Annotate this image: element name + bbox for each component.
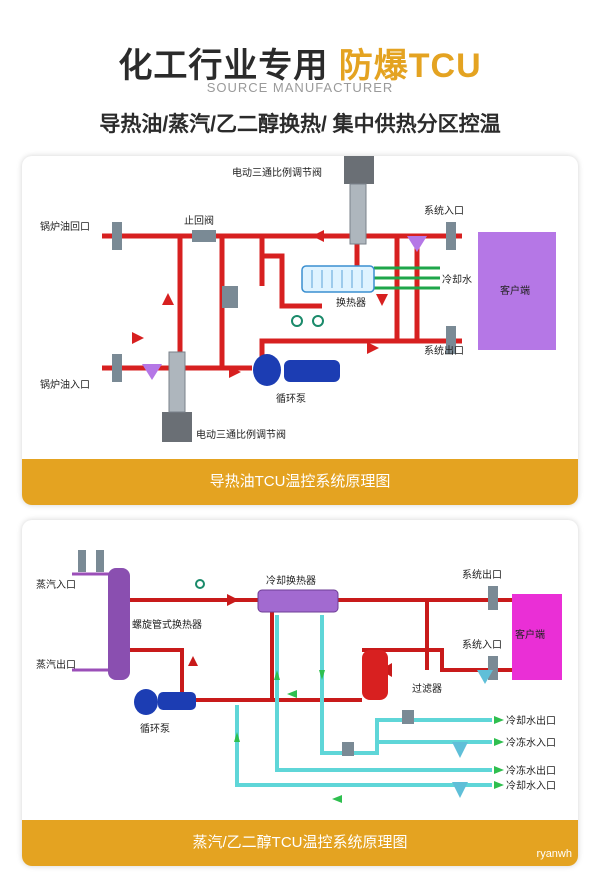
label-pump: 循环泵 — [140, 722, 170, 735]
valve-body-bottom — [168, 351, 186, 413]
label-cw-in: 冷却水入口 — [506, 779, 556, 792]
pump-motor — [284, 360, 340, 382]
small-valves — [112, 222, 456, 382]
green-arrows — [234, 670, 504, 803]
steam-glycol-diagram: 蒸汽入口 蒸汽出口 螺旋管式换热器 冷却换热器 循环泵 系统出口 系统入口 客户… — [36, 550, 562, 803]
label-valve-bottom: 电动三通比例调节阀 — [196, 428, 286, 441]
arrow-right-1 — [367, 342, 379, 354]
valve-system-out — [446, 326, 456, 354]
pipe-cold-3 — [320, 615, 492, 755]
title-main: 化工行业专用 — [118, 47, 329, 85]
valve-mid — [222, 286, 238, 308]
watermark: ryanwh — [536, 848, 572, 860]
pipe-to-exchanger — [262, 253, 322, 309]
label-pump: 循环泵 — [276, 392, 306, 405]
diagram1-banner: 导热油TCU温控系统原理图 — [22, 459, 578, 505]
valve-actuator-bottom — [162, 412, 192, 442]
label-cool-exchanger: 冷却换热器 — [266, 574, 316, 587]
check-valve-body — [192, 230, 216, 242]
label-check-valve: 止回阀 — [184, 214, 214, 227]
gauge-icon — [195, 579, 205, 589]
title-accent: 防爆TCU — [338, 47, 482, 85]
label-steam-in: 蒸汽入口 — [36, 578, 76, 591]
filters — [452, 670, 493, 798]
arrow-down-1 — [376, 294, 388, 306]
pipe-coil-loop — [130, 648, 184, 700]
cold-pipes — [235, 615, 492, 787]
client-box — [478, 232, 556, 350]
slogan: 导热油/蒸汽/乙二醇换热/ 集中供热分区控温 — [99, 113, 501, 136]
label-boiler-return: 锅炉油回口 — [40, 220, 90, 233]
thermal-oil-diagram: 电动三通比例调节阀 锅炉油回口 止回阀 系统入口 冷却水 换热器 客户端 系统出… — [40, 156, 556, 442]
label-steam-out: 蒸汽出口 — [36, 658, 76, 671]
label-cooling-water: 冷却水 — [442, 273, 472, 286]
cooling-exchanger — [257, 589, 339, 613]
label-client: 客户端 — [500, 284, 530, 297]
page-title: 化工行业专用 防爆TCU — [0, 38, 600, 87]
label-coil-exchanger: 螺旋管式换热器 — [132, 618, 202, 631]
gauge-1-icon — [291, 315, 303, 327]
valve-boiler-return — [112, 222, 122, 250]
cooling-lines — [374, 266, 440, 290]
arrow-up-1 — [162, 293, 174, 305]
exchanger-tubes — [311, 270, 363, 288]
pump-casing — [253, 354, 281, 386]
label-system-out: 系统出口 — [462, 568, 502, 581]
filter-bottom — [142, 364, 162, 380]
oil-pipes — [102, 233, 462, 371]
pump-casing — [134, 689, 158, 715]
arrow-right-2 — [132, 332, 144, 344]
arrow-right-3 — [229, 366, 241, 378]
valve-actuator-top — [344, 156, 374, 184]
subtitle: SOURCE MANUFACTURER — [206, 80, 394, 95]
pump-motor — [158, 692, 196, 710]
steam-glycol-diagram-card: 蒸汽入口 蒸汽出口 螺旋管式换热器 冷却换热器 循环泵 系统出口 系统入口 客户… — [22, 520, 578, 866]
label-boiler-in: 锅炉油入口 — [40, 378, 90, 391]
valve-boiler-in — [112, 354, 122, 382]
label-system-in: 系统入口 — [424, 204, 464, 217]
label-valve-top: 电动三通比例调节阀 — [232, 166, 322, 179]
arrow-left-1 — [312, 230, 324, 242]
label-client: 客户端 — [515, 628, 545, 641]
pipe-cold-2 — [275, 615, 492, 772]
diagram2-banner: 蒸汽/乙二醇TCU温控系统原理图 — [22, 820, 578, 866]
label-chw-in: 冷冻水入口 — [506, 736, 556, 749]
label-system-in: 系统入口 — [462, 638, 502, 651]
pipe-cold-1 — [235, 705, 492, 787]
valve-body-top — [349, 183, 367, 245]
label-system-out: 系统出口 — [424, 344, 464, 357]
client-box — [512, 594, 562, 680]
thermal-oil-diagram-card: 电动三通比例调节阀 锅炉油回口 止回阀 系统入口 冷却水 换热器 客户端 系统出… — [22, 156, 578, 505]
label-exchanger: 换热器 — [336, 296, 366, 309]
gauge-2-icon — [312, 315, 324, 327]
label-filter: 过滤器 — [412, 682, 442, 695]
flow-arrows — [132, 230, 388, 378]
filter-top — [407, 236, 427, 252]
filters — [142, 236, 427, 380]
valve-system-in — [446, 222, 456, 250]
coil-exchanger — [108, 568, 130, 680]
label-cw-out: 冷却水出口 — [506, 714, 556, 727]
expansion-tank — [362, 650, 388, 700]
heat-exchanger — [301, 265, 375, 293]
label-chw-out: 冷冻水出口 — [506, 764, 556, 777]
small-valves — [78, 550, 498, 756]
